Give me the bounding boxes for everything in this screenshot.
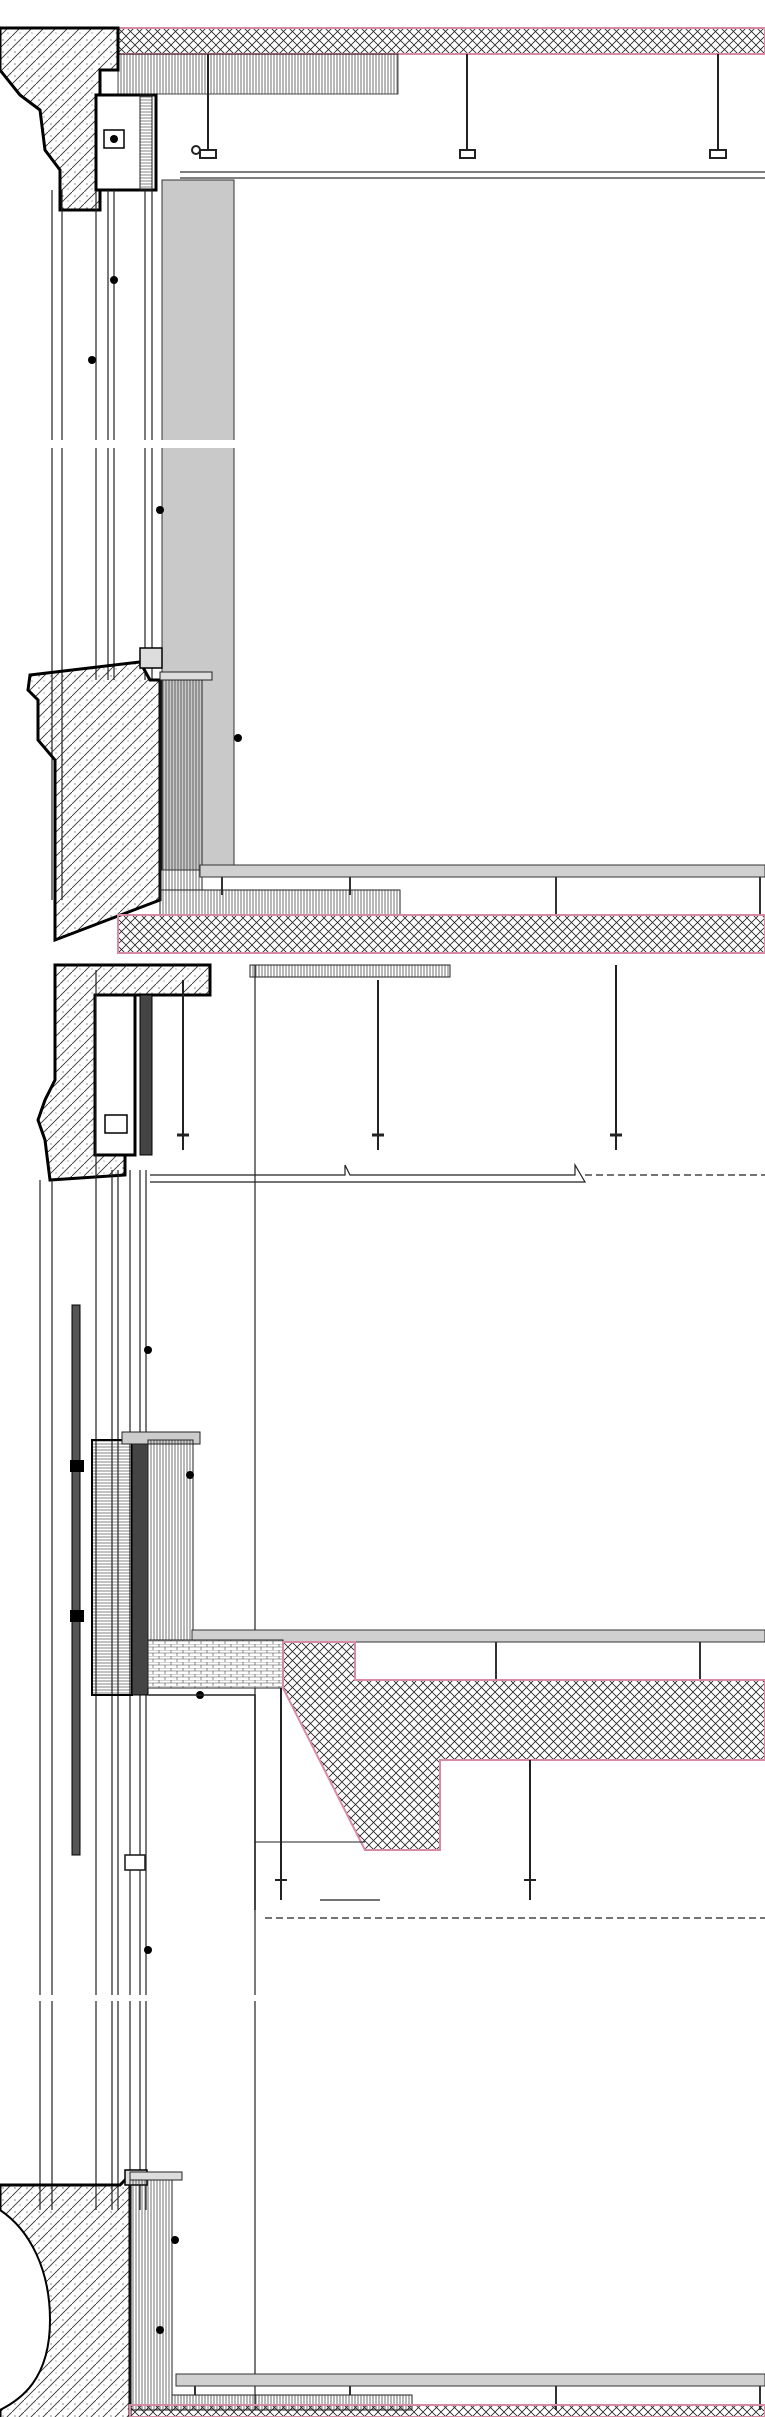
- window-frame-lines: [51, 190, 153, 900]
- ceiling-hangers-mid: [177, 965, 622, 1150]
- ceiling-hangers: [191, 54, 727, 159]
- interior-wall-furring: [159, 674, 203, 891]
- raised-floor-mid: [147, 1629, 765, 1689]
- upper-window-section: [0, 26, 765, 954]
- anchor-dots: [88, 276, 242, 742]
- suspended-ceiling-mid: [150, 1162, 765, 1183]
- bottom-concrete-slab: [129, 2404, 765, 2417]
- lower-concrete-slab: [117, 914, 765, 954]
- section-break-mid: [0, 1995, 260, 2001]
- stone-sill-base: [26, 660, 162, 943]
- anchor-dots-lower: [156, 2236, 179, 2334]
- shade-unit: [91, 1431, 201, 1696]
- vertical-rod: [71, 1304, 81, 1856]
- stone-arch: [0, 2209, 52, 2411]
- sill-block: [139, 647, 163, 669]
- stone-cornice: [0, 26, 120, 212]
- top-concrete-slab: [117, 27, 765, 95]
- raised-floor: [159, 864, 765, 916]
- suspended-ceiling: [180, 171, 765, 179]
- section-break: [0, 440, 240, 448]
- window-head: [94, 93, 158, 192]
- floor-slab-beam: [282, 1641, 765, 1851]
- lower-window-section: [0, 2169, 765, 2417]
- interior-furring-lower: [129, 2177, 173, 2411]
- floor-window-section: [0, 963, 765, 2410]
